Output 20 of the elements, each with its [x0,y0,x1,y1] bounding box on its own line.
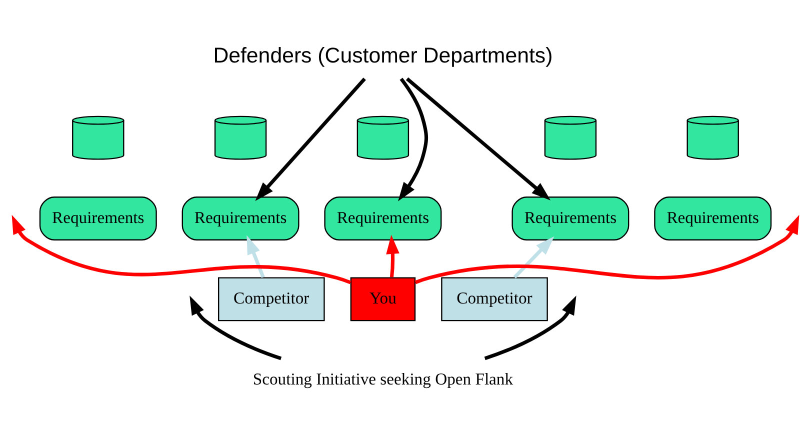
node-box: Requirements [39,196,157,240]
arrow [406,77,551,200]
arrow [12,214,352,284]
node-box: Requirements [654,196,772,240]
arrow [190,296,282,360]
arrow [398,78,428,202]
node-box: Requirements [512,196,630,240]
arrow [386,234,400,278]
node-box: Requirements [324,196,442,240]
arrow [246,235,265,278]
node-box: Competitor [218,277,325,322]
node-text: Defenders (Customer Departments) [213,43,553,68]
node-text: Scouting Initiative seeking Open Flank [252,369,514,388]
arrow [414,214,800,284]
arrow [484,296,576,360]
node-box: Requirements [182,196,300,240]
node-box: You [350,277,416,322]
arrow [513,236,554,279]
arrow [255,78,366,201]
node-box: Competitor [441,277,548,322]
